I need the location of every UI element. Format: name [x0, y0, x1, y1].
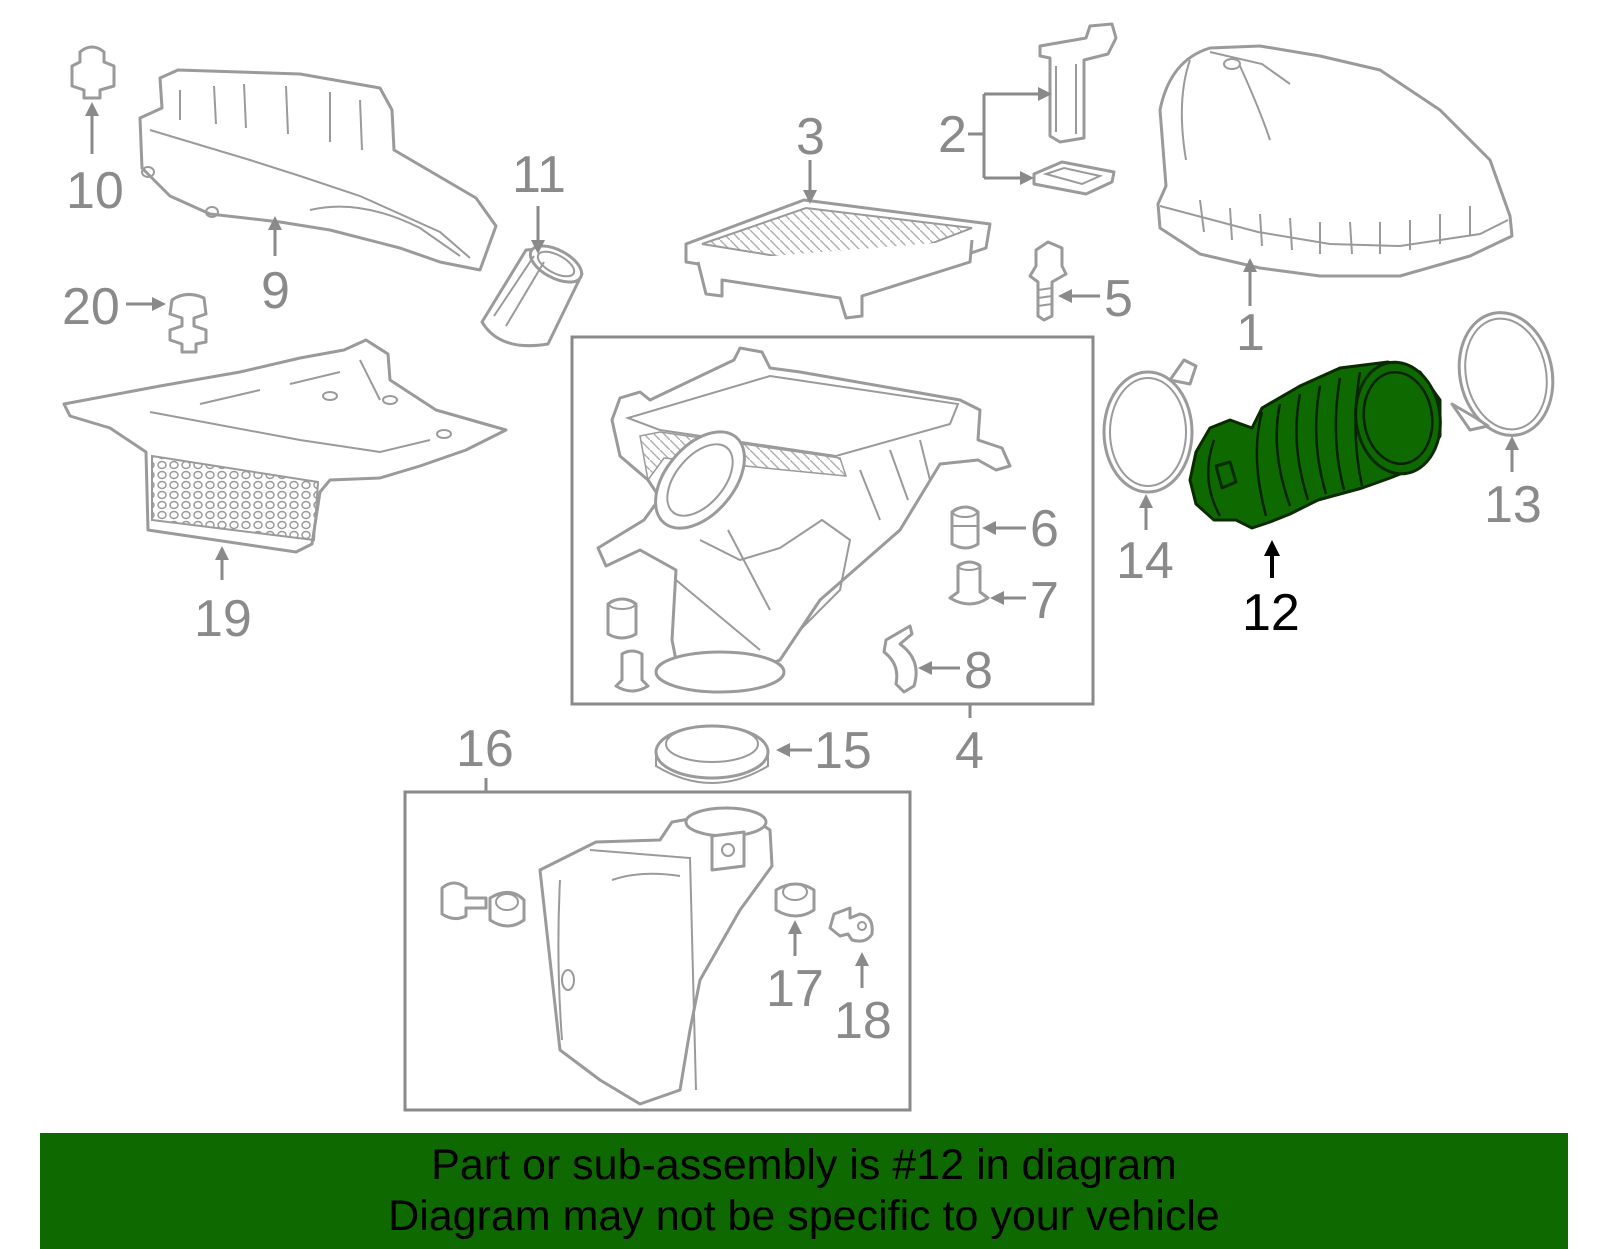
callout-3: 3 — [796, 108, 825, 166]
callout-18: 18 — [834, 992, 892, 1050]
part-7-collar — [948, 560, 990, 606]
part-3-air-filter — [684, 198, 992, 320]
callout-16: 16 — [456, 720, 514, 778]
banner-line-1: Part or sub-assembly is #12 in diagram — [431, 1141, 1177, 1189]
part-20-clip — [168, 293, 208, 354]
part-13-clamp — [1450, 311, 1555, 437]
leaders — [85, 87, 1519, 988]
part-18-bolt — [828, 906, 874, 943]
banner-line-2: Diagram may not be specific to your vehi… — [388, 1192, 1220, 1240]
callout-9: 9 — [261, 262, 290, 320]
part-4-case — [596, 346, 1012, 694]
part-9-intake-duct — [138, 68, 498, 272]
callout-7: 7 — [1030, 572, 1059, 630]
part-15-seal — [654, 724, 770, 784]
callout-12-highlighted: 12 — [1242, 584, 1300, 642]
part-19-shield — [62, 338, 508, 554]
callout-15: 15 — [814, 722, 872, 780]
callout-5: 5 — [1104, 270, 1133, 328]
info-banner: Part or sub-assembly is #12 in diagram D… — [40, 1133, 1568, 1249]
callout-13: 13 — [1484, 476, 1542, 534]
part-16-resonator — [538, 806, 774, 1106]
part-bolt-left-16 — [440, 881, 526, 928]
callout-6: 6 — [1030, 500, 1059, 558]
part-14-clamp — [1102, 358, 1198, 494]
part-17-grommet — [774, 882, 816, 918]
callout-20: 20 — [62, 278, 120, 336]
callout-2: 2 — [938, 106, 967, 164]
callout-10: 10 — [66, 162, 124, 220]
callout-11: 11 — [512, 146, 566, 204]
callout-19: 19 — [194, 590, 252, 648]
part-12-intake-hose — [1188, 360, 1442, 530]
callout-labels: 10 9 11 3 2 1 5 20 19 6 7 8 4 15 16 17 1… — [62, 106, 1542, 1050]
callout-1: 1 — [1236, 304, 1265, 362]
part-1-cover — [1156, 44, 1514, 278]
part-6-grommet — [950, 505, 980, 550]
callout-4: 4 — [955, 722, 984, 780]
part-5-bolt — [1028, 240, 1068, 322]
part-10-clip — [70, 45, 116, 100]
callout-17: 17 — [766, 960, 824, 1018]
part-grommet-left — [606, 597, 650, 693]
part-11-boot — [480, 244, 584, 348]
part-8-clip — [882, 624, 918, 694]
callout-14: 14 — [1116, 532, 1174, 590]
callout-8: 8 — [964, 642, 993, 700]
part-2-sensor — [1032, 22, 1118, 196]
